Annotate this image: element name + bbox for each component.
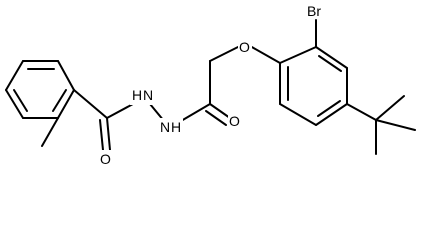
- co-left-bond-2: [99, 119, 104, 151]
- bromine-label-bg: [306, 2, 328, 19]
- ring-b-bond-5: [279, 103, 317, 126]
- n-carbonyl-bond: [180, 103, 211, 122]
- ch2-oxygen-bond: [209, 46, 239, 62]
- structure-canvas: Br O O O H N N H: [5, 2, 416, 167]
- carbonyl-oxygen-left-label: O: [100, 151, 111, 167]
- ring-a-bond-3: [57, 89, 75, 119]
- carbonyl-n-bond: [106, 103, 134, 119]
- n-upper-label-bg: [130, 86, 154, 105]
- n-upper-label: N: [143, 87, 153, 103]
- oxygen-aryl-bond: [249, 45, 281, 64]
- ether-oxygen-label-bg: [238, 38, 252, 54]
- carbonyl-oxygen-right-bg: [228, 112, 242, 128]
- aryl-carbonyl-bond: [73, 89, 108, 119]
- ring-b-bond-1: [279, 46, 317, 64]
- aryl-ring: [279, 46, 348, 126]
- n-upper-h-label: H: [132, 87, 142, 103]
- ring-a-double-2: [52, 89, 67, 112]
- ring-b-double-2: [317, 100, 341, 117]
- molecule-diagram: Br O O O H N N H: [5, 2, 416, 167]
- tbutyl-bond: [346, 103, 377, 121]
- ring-a-double-3: [13, 89, 28, 112]
- co-right-bond-2: [205, 110, 227, 126]
- ring-a-bond-6: [5, 60, 24, 91]
- bromine-label: Br: [307, 3, 321, 19]
- n-lower-h-label: H: [171, 119, 181, 135]
- ether-oxygen-label: O: [239, 39, 250, 55]
- carbonyl-oxygen-right-label: O: [229, 113, 240, 129]
- toluoyl-ring: [5, 60, 75, 119]
- tbutyl-methyl-1: [375, 95, 405, 121]
- tbutyl-methyl-2: [375, 119, 416, 131]
- ring-b-bond-4: [315, 103, 348, 126]
- ring-a-bond-5: [5, 89, 24, 119]
- co-left-bond-1: [106, 117, 111, 151]
- carbonyl-oxygen-left-bg: [99, 150, 113, 166]
- methyl-bond: [41, 117, 59, 147]
- ring-b-bond-2: [315, 46, 348, 69]
- ring-b-double-1: [318, 55, 342, 72]
- co-right-bond-1: [209, 103, 231, 119]
- n-lower-label-bg: [159, 118, 183, 137]
- n-lower-label: N: [160, 119, 170, 135]
- ring-a-bond-2: [57, 60, 75, 91]
